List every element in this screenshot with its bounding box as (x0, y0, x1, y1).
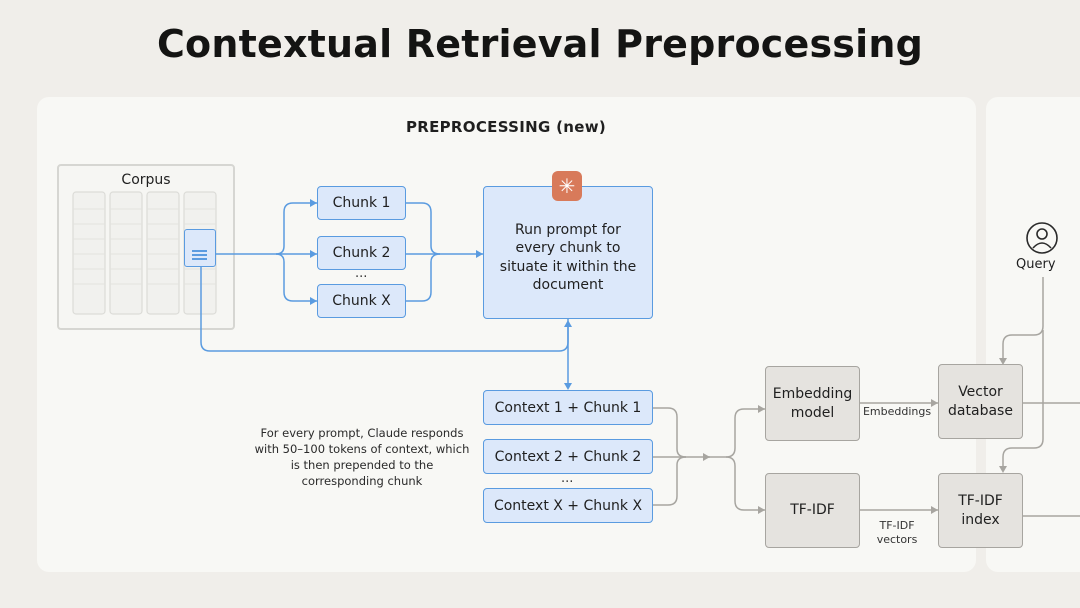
chunk-ellipsis: ... (355, 266, 368, 281)
tfidf-index-label: TF-IDF index (958, 493, 1003, 528)
embeddings-label: Embeddings (862, 405, 932, 418)
tfidf-box: TF-IDF (765, 473, 860, 548)
corpus-label: Corpus (121, 172, 171, 188)
document-icon (184, 229, 216, 267)
embedding-model-box: Embedding model (765, 366, 860, 441)
section-label: PREPROCESSING (new) (405, 118, 607, 136)
vector-database-label: Vector database (948, 384, 1013, 419)
context-1-box: Context 1 + Chunk 1 (483, 390, 653, 425)
query-label: Query (1016, 257, 1056, 272)
page-title: Contextual Retrieval Preprocessing (156, 22, 924, 66)
context-ellipsis: ... (561, 471, 574, 486)
prompt-box: Run prompt for every chunk to situate it… (483, 186, 653, 319)
tfidf-index-box: TF-IDF index (938, 473, 1023, 548)
claude-starburst-icon: ✳ (552, 171, 582, 201)
vector-database-box: Vector database (938, 364, 1023, 439)
embedding-model-label: Embedding model (772, 386, 853, 421)
prompt-text: Run prompt for every chunk to situate it… (499, 221, 637, 294)
context-2-box: Context 2 + Chunk 2 (483, 439, 653, 474)
chunk-x-box: Chunk X (317, 284, 406, 318)
context-x-box: Context X + Chunk X (483, 488, 653, 523)
prompt-note: For every prompt, Claude responds with 5… (254, 426, 470, 488)
tfidf-vectors-label: TF-IDF vectors (876, 519, 918, 546)
chunk-1-box: Chunk 1 (317, 186, 406, 220)
chunk-2-box: Chunk 2 (317, 236, 406, 270)
user-icon (1026, 222, 1058, 254)
